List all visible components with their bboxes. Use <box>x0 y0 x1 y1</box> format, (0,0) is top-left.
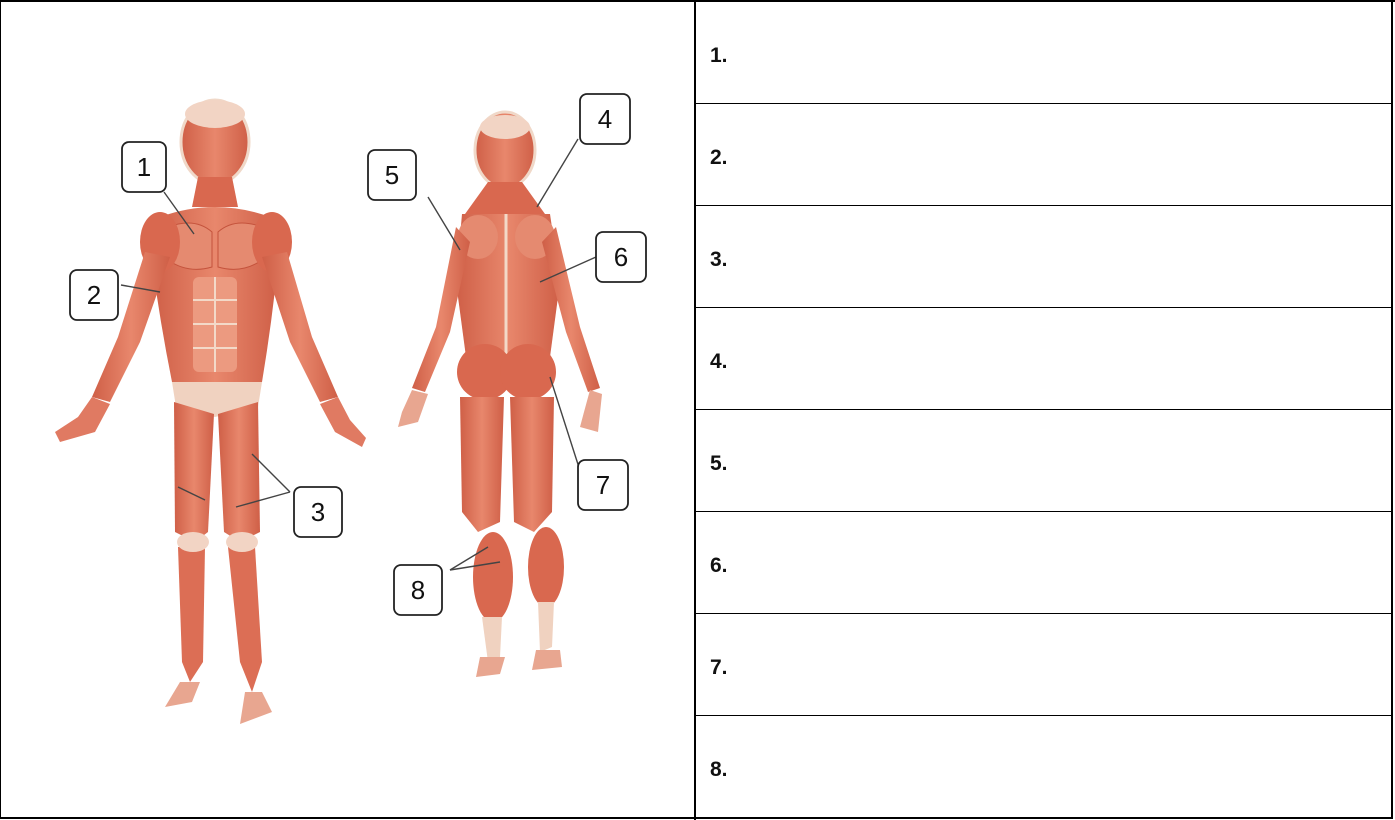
answer-field-5[interactable] <box>756 418 1383 503</box>
answer-field-4[interactable] <box>756 316 1383 401</box>
answer-number: 2. <box>710 146 728 170</box>
answer-field-7[interactable] <box>756 622 1383 707</box>
answer-field-3[interactable] <box>756 214 1383 299</box>
answer-field-8[interactable] <box>756 724 1383 810</box>
answer-field-1[interactable] <box>756 10 1383 95</box>
answer-number: 5. <box>710 452 728 476</box>
answer-row-7: 7. <box>696 614 1393 716</box>
svg-text:5: 5 <box>385 160 399 190</box>
answer-field-2[interactable] <box>756 112 1383 197</box>
answer-row-3: 3. <box>696 206 1393 308</box>
callout-2: 2 <box>70 270 118 320</box>
svg-text:7: 7 <box>596 470 610 500</box>
answer-row-2: 2. <box>696 104 1393 206</box>
muscle-diagram: 1 2 3 4 5 6 7 <box>0 2 694 819</box>
front-body-figure <box>55 100 366 724</box>
answer-number: 7. <box>710 656 728 680</box>
answer-field-6[interactable] <box>756 520 1383 605</box>
answer-number: 6. <box>710 554 728 578</box>
callout-4: 4 <box>580 94 630 144</box>
svg-text:4: 4 <box>598 104 612 134</box>
answer-table: 1. 2. 3. 4. 5. 6. 7. 8. <box>696 2 1393 819</box>
svg-text:2: 2 <box>87 280 101 310</box>
svg-text:6: 6 <box>614 242 628 272</box>
svg-text:3: 3 <box>311 497 325 527</box>
callout-8: 8 <box>394 565 442 615</box>
answer-number: 3. <box>710 248 728 272</box>
answer-row-4: 4. <box>696 308 1393 410</box>
svg-text:8: 8 <box>411 575 425 605</box>
muscle-diagram-cell: 1 2 3 4 5 6 7 <box>0 2 694 819</box>
answer-row-1: 1. <box>696 2 1393 104</box>
callout-1: 1 <box>122 142 166 192</box>
answer-number: 8. <box>710 758 728 782</box>
answer-row-6: 6. <box>696 512 1393 614</box>
answer-number: 4. <box>710 350 728 374</box>
answer-number: 1. <box>710 44 728 68</box>
callout-3: 3 <box>294 487 342 537</box>
answer-row-5: 5. <box>696 410 1393 512</box>
callout-6: 6 <box>596 232 646 282</box>
callout-7: 7 <box>578 460 628 510</box>
answer-row-8: 8. <box>696 716 1393 818</box>
svg-text:1: 1 <box>137 152 151 182</box>
callout-5: 5 <box>368 150 416 200</box>
